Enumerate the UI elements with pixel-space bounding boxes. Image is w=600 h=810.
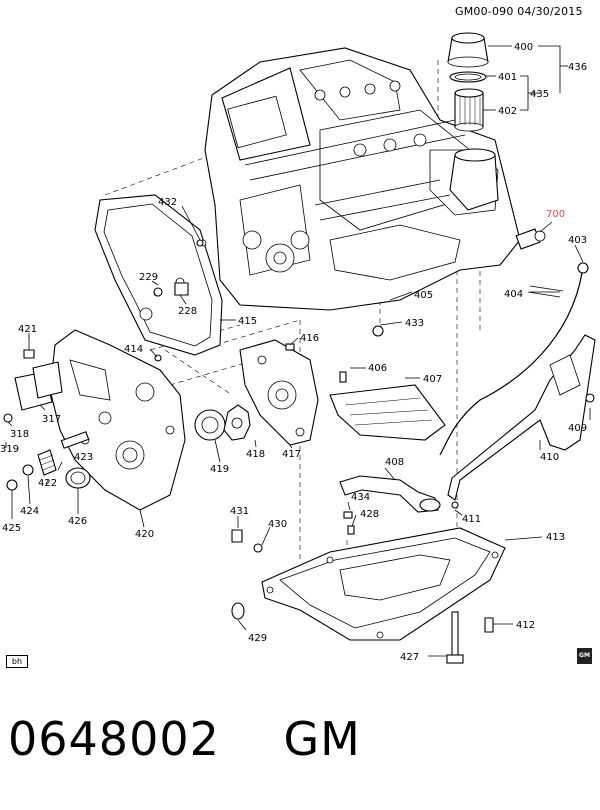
reference-code: GM00-090 [455,5,514,18]
callout-228: 228 [178,306,197,317]
cover-plates [3,361,63,423]
callout-422: 422 [38,478,57,489]
callout-407: 407 [423,374,442,385]
callout-421: 421 [18,324,37,335]
callout-408: 408 [385,457,404,468]
callout-418: 418 [246,449,265,460]
oil-pressure-sensor [515,228,546,250]
callout-317: 317 [42,414,61,425]
callout-319: 319 [0,444,19,455]
callout-420: 420 [135,529,154,540]
callout-700: 700 [546,209,565,220]
footer: 0648002 GM [8,712,361,766]
engine-exploded-diagram: 400 401 402 435 436 700 403 404 405 433 … [0,32,596,664]
oil-filter-assembly [447,32,499,211]
callout-403: 403 [568,235,587,246]
callout-405: 405 [414,290,433,301]
callout-435: 435 [530,89,549,100]
callout-424: 424 [20,506,39,517]
callout-412: 412 [516,620,535,631]
callout-402: 402 [498,106,517,117]
callout-413: 413 [546,532,565,543]
oil-pan-baffle [329,371,446,441]
callout-411: 411 [462,514,481,525]
oil-level-indicator [439,262,596,501]
oil-pan [261,527,506,641]
callout-436: 436 [568,62,587,73]
callout-423: 423 [74,452,93,463]
leader-lines [5,45,591,657]
callout-432: 432 [158,197,177,208]
callout-318: 318 [10,429,29,440]
callout-414: 414 [124,344,143,355]
callout-428: 428 [360,509,379,520]
fasteners-bottom [231,325,494,664]
callout-labels: 400 401 402 435 436 700 403 404 405 433 … [0,42,587,663]
callout-426: 426 [68,516,87,527]
callout-410: 410 [540,452,559,463]
callout-430: 430 [268,519,287,530]
callout-417: 417 [282,449,301,460]
reference-date: 04/30/2015 [517,5,583,18]
callout-406: 406 [368,363,387,374]
callout-400: 400 [514,42,533,53]
engine-block [204,47,521,311]
callout-419: 419 [210,464,229,475]
oil-pump-assembly [194,339,319,446]
oil-pickup-tube [339,475,459,513]
callout-429: 429 [248,633,267,644]
callout-401: 401 [498,72,517,83]
illustrator-mark: bh [6,655,28,668]
callout-425: 425 [2,523,21,534]
diagram-reference-code: GM00-090 04/30/2015 [455,5,583,18]
callout-404: 404 [504,289,523,300]
callout-431: 431 [230,506,249,517]
callout-433: 433 [405,318,424,329]
callout-409: 409 [568,423,587,434]
gm-logo-icon: GM [577,648,592,664]
callout-415: 415 [238,316,257,327]
front-cover-gasket [94,194,223,356]
brand-name: GM [283,712,361,766]
callout-416: 416 [300,333,319,344]
callout-229: 229 [139,272,158,283]
part-number: 0648002 [8,712,220,766]
callout-434: 434 [351,492,370,503]
engine-front-cover [49,329,186,511]
callout-427: 427 [400,652,419,663]
